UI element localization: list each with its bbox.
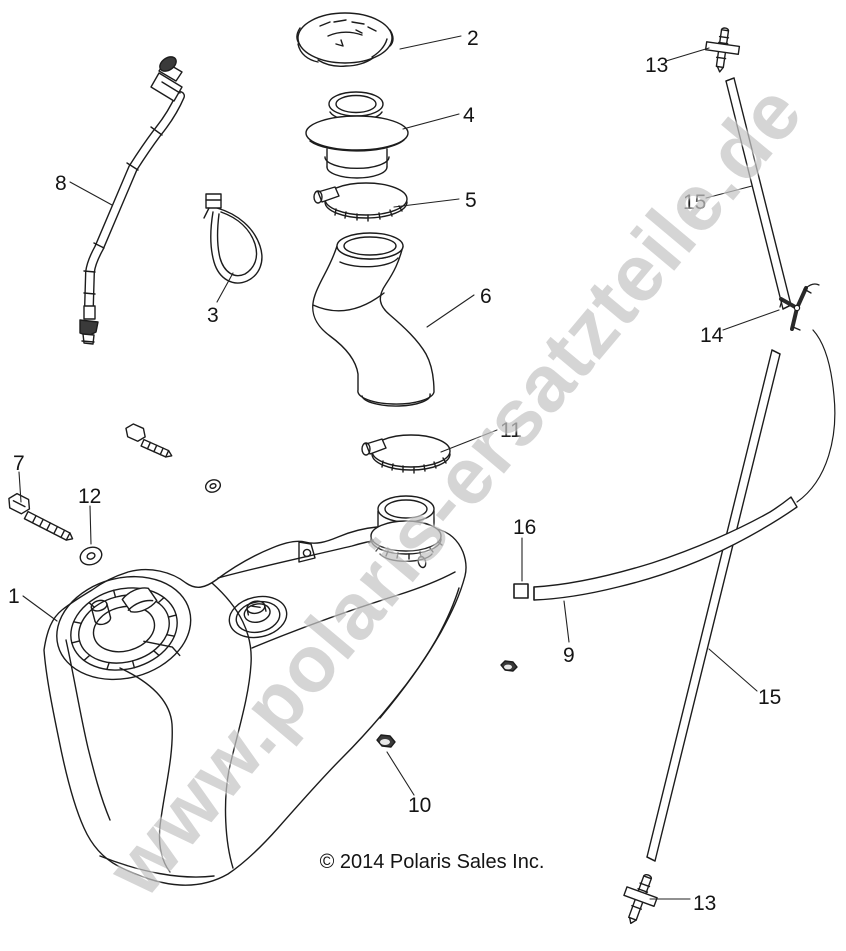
leader-11 xyxy=(440,429,498,453)
callout-13-top: 13 xyxy=(645,54,668,77)
callout-12: 12 xyxy=(78,485,101,508)
callout-labels: 1 2 3 4 5 6 7 8 9 10 11 12 13 13 14 15 1… xyxy=(8,27,781,915)
leader-4 xyxy=(402,113,460,130)
vent-rod-upper-drawing xyxy=(725,77,792,310)
callout-6: 6 xyxy=(480,285,492,308)
filler-hose-drawing xyxy=(312,232,435,407)
leader-9 xyxy=(563,600,570,643)
callout-5: 5 xyxy=(465,189,477,212)
callout-4: 4 xyxy=(463,104,475,127)
callout-9: 9 xyxy=(563,644,575,667)
callout-8: 8 xyxy=(55,172,67,195)
leader-1 xyxy=(22,595,58,622)
callout-11: 11 xyxy=(500,419,522,442)
fitting-13-top-drawing xyxy=(704,27,741,73)
callout-1: 1 xyxy=(8,585,20,608)
callout-14: 14 xyxy=(700,324,724,347)
filler-neck-drawing xyxy=(305,91,409,179)
leader-14 xyxy=(722,309,780,331)
nut-10-drawing xyxy=(376,734,396,748)
callout-16: 16 xyxy=(513,516,536,539)
leader-lines xyxy=(18,35,780,900)
callout-2: 2 xyxy=(467,27,479,50)
washer-second-drawing xyxy=(204,479,222,493)
washer-12-drawing xyxy=(79,546,103,566)
fuel-pump-flange xyxy=(56,575,192,681)
vent-hose-drawing xyxy=(79,56,185,345)
callout-10: 10 xyxy=(408,794,431,817)
leader-12 xyxy=(89,505,92,545)
fuel-tank-drawing xyxy=(43,495,467,886)
callout-3: 3 xyxy=(207,304,219,327)
hose-clamp-lower-drawing xyxy=(361,434,451,474)
fuel-line-drawing xyxy=(513,329,836,601)
cable-tie-drawing xyxy=(203,193,263,284)
marker-16-square xyxy=(513,583,529,599)
leader-5 xyxy=(393,198,460,208)
tank-filler-stub xyxy=(368,495,443,562)
leader-15-bottom xyxy=(708,648,758,692)
tank-grommet xyxy=(228,595,288,639)
leader-6 xyxy=(426,294,475,328)
leader-13-top xyxy=(665,47,710,62)
hose-clamp-upper-drawing xyxy=(313,182,408,222)
callout-15-bottom: 15 xyxy=(758,686,781,709)
callout-7: 7 xyxy=(13,452,25,475)
leader-3 xyxy=(216,272,234,303)
leader-15-top xyxy=(705,185,753,199)
vent-rod-lower-drawing xyxy=(646,349,781,862)
clip-14-drawing xyxy=(779,283,820,331)
copyright-text: © 2014 Polaris Sales Inc. xyxy=(320,851,545,873)
fitting-13-bottom-drawing xyxy=(623,874,658,925)
leader-10 xyxy=(386,751,415,796)
nut-second-drawing xyxy=(500,660,518,672)
bolt-second-drawing xyxy=(125,423,173,458)
callout-15-top: 15 xyxy=(683,191,706,214)
bolt-7-drawing xyxy=(8,492,74,541)
fuel-cap-drawing xyxy=(296,12,394,67)
leader-7 xyxy=(18,471,22,503)
callout-13-bottom: 13 xyxy=(693,892,716,915)
leader-2 xyxy=(399,35,462,50)
leader-8 xyxy=(69,181,113,206)
